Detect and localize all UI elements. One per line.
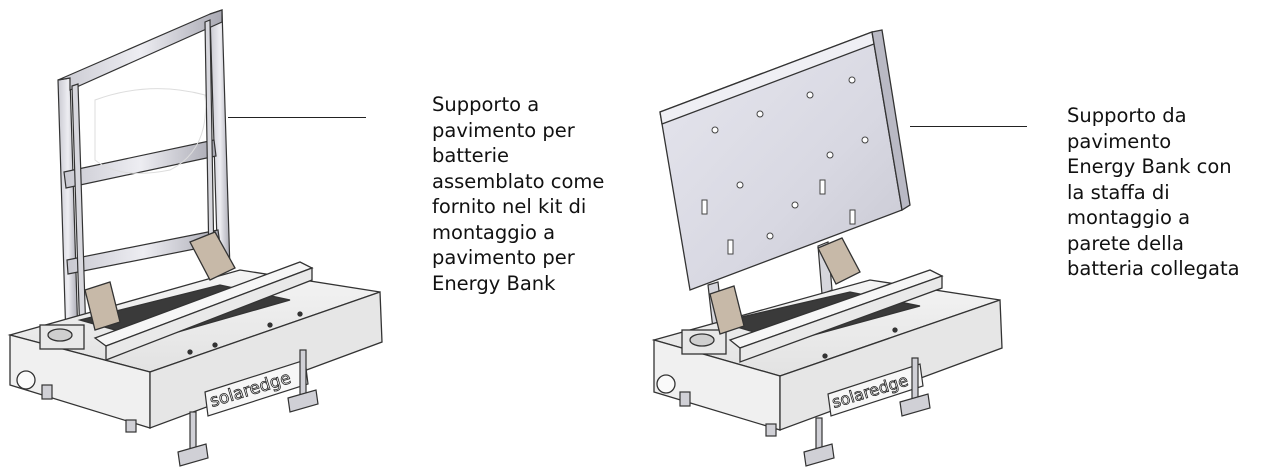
leader-line-right <box>910 126 1027 127</box>
floor-stand-assembled-illustration: solaredge <box>7 9 383 467</box>
floor-stand-with-bracket-illustration: solaredge <box>651 29 1003 467</box>
base-tray <box>7 231 383 429</box>
wall-mounting-bracket <box>659 29 911 291</box>
base-tray <box>651 237 1003 431</box>
upright-frame <box>57 9 231 341</box>
caption-floor-stand-with-bracket: Supporto da pavimento Energy Bank con la… <box>1067 104 1240 280</box>
leveling-feet <box>679 357 931 467</box>
leader-line-left <box>228 117 366 118</box>
leveling-feet <box>41 349 319 467</box>
caption-floor-stand: Supporto a pavimento per batterie assemb… <box>432 93 605 295</box>
